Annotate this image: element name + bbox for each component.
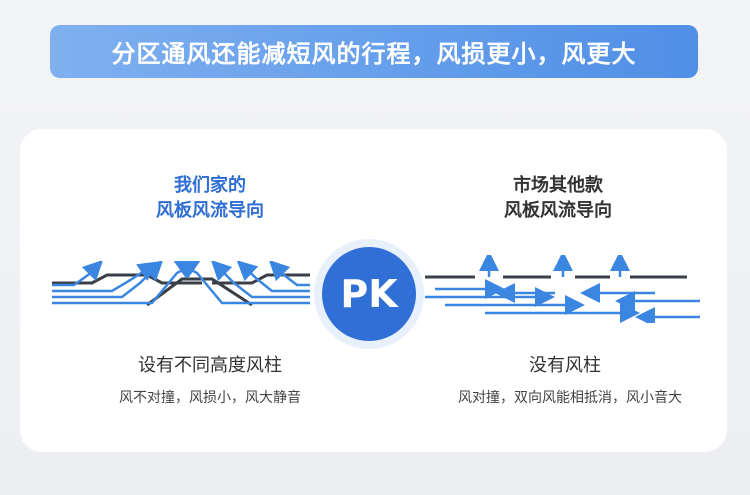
left-flow-2	[52, 261, 164, 299]
left-flow-8	[52, 261, 104, 287]
left-title-line1: 我们家的	[174, 175, 246, 196]
left-flow-5	[210, 261, 310, 299]
right-title-line2: 风板风流导向	[504, 200, 612, 221]
left-flow-7	[268, 261, 310, 287]
left-airflow-diagram	[52, 261, 310, 307]
banner-text: 分区通风还能减短风的行程，风损更小，风更大	[111, 40, 637, 68]
left-title-line2: 风板风流导向	[156, 200, 264, 221]
left-caption: 风不对撞，风损小，风大静音	[119, 390, 301, 406]
comparison-card: 我们家的 风板风流导向 市场其他款 风板风流导向 PK	[20, 129, 727, 452]
right-title: 市场其他款 风板风流导向	[468, 173, 648, 223]
pk-badge: PK	[322, 247, 416, 341]
right-caption: 风对撞，双向风能相抵消，风小音大	[458, 390, 682, 406]
right-subtitle: 没有风柱	[529, 355, 601, 376]
left-subtitle: 设有不同高度风柱	[138, 355, 282, 376]
left-flow-6	[236, 261, 310, 293]
left-flow-4	[173, 261, 310, 305]
right-title-line1: 市场其他款	[513, 175, 603, 196]
right-airflow-diagram	[425, 255, 700, 323]
left-center-peak	[146, 277, 253, 307]
top-banner: 分区通风还能减短风的行程，风损更小，风更大	[50, 25, 698, 78]
left-title: 我们家的 风板风流导向	[120, 173, 300, 223]
pk-label: PK	[340, 272, 398, 316]
left-flow-1	[52, 261, 159, 293]
